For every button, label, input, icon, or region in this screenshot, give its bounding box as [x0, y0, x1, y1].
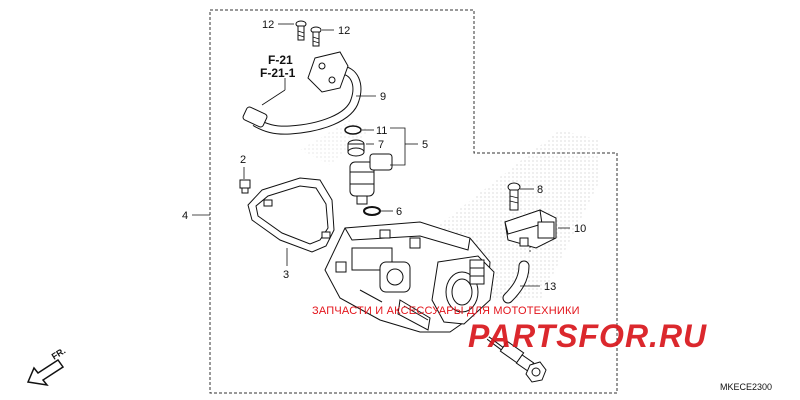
watermark-logo: PARTSFOR.RU: [468, 318, 708, 354]
front-direction-label: FR.: [50, 346, 68, 362]
callout-8: 8: [537, 184, 543, 196]
bolt-12-icon: [310, 26, 322, 47]
callout-6: 6: [396, 206, 402, 218]
map-sensor-icon: [504, 209, 557, 249]
vacuum-hose-icon: [502, 260, 530, 304]
front-direction-arrow-icon: FR.: [26, 346, 68, 387]
callout-11: 11: [376, 125, 387, 137]
callout-12: 12: [262, 19, 274, 31]
assembly-boundary: [209, 9, 618, 394]
callout-12: 12: [338, 25, 350, 37]
callout-2: 2: [240, 154, 246, 166]
callout-10: 10: [574, 223, 586, 235]
throttle-body-icon: [324, 221, 495, 333]
injector-icon: [349, 153, 393, 205]
ref-f21: F-21: [268, 53, 293, 67]
fuel-hose-icon: [242, 51, 362, 135]
callout-9: 9: [380, 91, 386, 103]
adjuster-screw-icon: [486, 336, 547, 383]
ref-f21-1: F-21-1: [260, 66, 296, 80]
screw-icon: [239, 179, 251, 194]
callout-4: 4: [182, 210, 188, 222]
cover-icon: [247, 177, 335, 253]
watermark-text: ЗАПЧАСТИ И АКСЕССУАРЫ ДЛЯ МОТОТЕХНИКИ: [312, 305, 580, 317]
o-ring-icon: [344, 125, 362, 135]
callout-3: 3: [283, 269, 289, 281]
bolt-12-icon: [295, 20, 307, 41]
callout-7: 7: [378, 139, 384, 151]
seal-icon: [347, 139, 365, 157]
seal-ring-icon: [363, 206, 381, 216]
callout-13: 13: [544, 281, 556, 293]
bolt-8-icon: [507, 182, 521, 211]
callout-5: 5: [422, 139, 428, 151]
diagram-code: MKECE2300: [720, 382, 772, 392]
